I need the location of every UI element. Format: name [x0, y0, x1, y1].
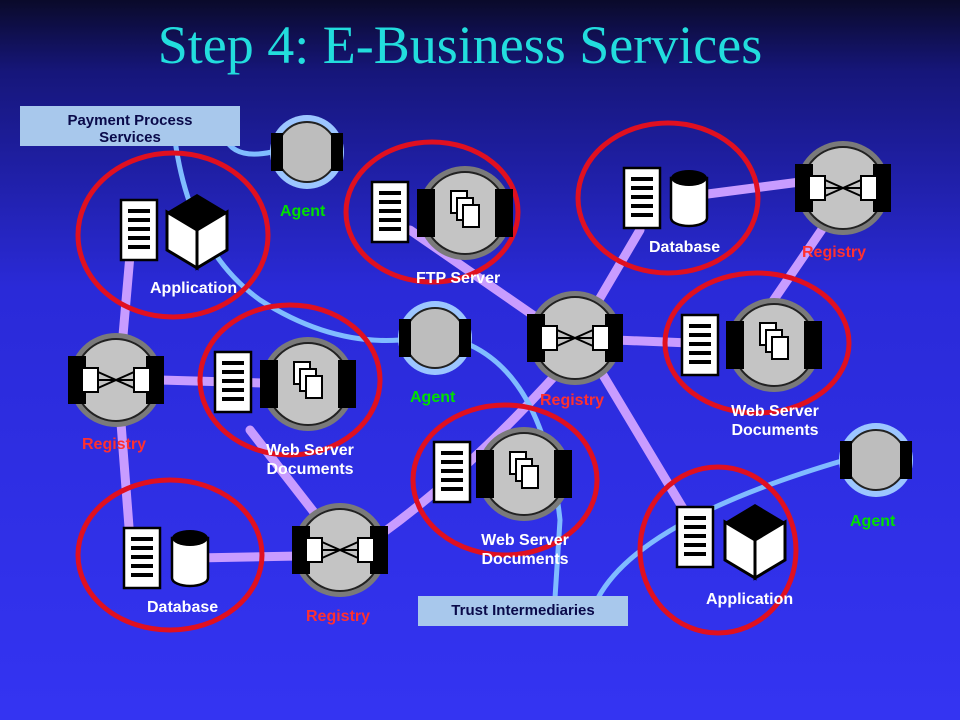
- link-registry-center-application-right: [595, 365, 695, 525]
- registry-label-top-right: Registry: [802, 244, 867, 261]
- registry-label-left: Registry: [82, 436, 147, 453]
- server-icon-database-bottom: [122, 526, 162, 590]
- ftp-server-label: FTP Server: [416, 270, 501, 287]
- link-database-bottom-registry-bottom: [190, 551, 305, 563]
- server-icon-webserver-left: [213, 350, 253, 414]
- highlight-database-top: [575, 120, 761, 276]
- webserver-label-right: Web Server Documents: [731, 403, 819, 439]
- database-icon-bottom: [170, 528, 210, 588]
- agent-icon-top: [269, 114, 345, 190]
- payment-process-tag: Payment Process Services: [20, 106, 240, 146]
- webserver-icon-left: [260, 337, 356, 431]
- trust-intermediaries-tag: Trust Intermediaries: [418, 596, 628, 626]
- slide-title: Step 4: E-Business Services: [157, 15, 763, 75]
- link-registry-left-database-bottom: [115, 405, 135, 545]
- cube-icon-application-right: [723, 502, 787, 580]
- link-database-top-registry-top-right: [695, 177, 805, 200]
- link-registry-center-webserver-right: [610, 335, 695, 348]
- agent-label-center: Agent: [410, 389, 456, 406]
- trust-intermediaries-label: Trust Intermediaries: [451, 602, 595, 619]
- highlight-application-left: [75, 150, 271, 320]
- application-label-left: Application: [150, 280, 238, 297]
- database-icon-top: [669, 168, 709, 228]
- highlight-database-bottom: [75, 477, 265, 633]
- link-agent-right-trust: [595, 457, 848, 601]
- cube-icon-application-left: [165, 192, 229, 270]
- registry-icon-top-right: [795, 141, 891, 235]
- highlight-ftp: [343, 139, 521, 285]
- highlight-webserver-left: [197, 302, 383, 458]
- highlight-application-right: [637, 464, 799, 636]
- highlight-webserver-center: [410, 402, 600, 558]
- registry-icon-center: [527, 291, 623, 385]
- link-webserver-left-registry-bottom: [245, 425, 325, 525]
- application-label-right: Application: [706, 591, 794, 608]
- agent-icon-center: [397, 300, 473, 376]
- server-icon-ftp: [370, 180, 410, 244]
- registry-icon-left: [68, 333, 164, 427]
- agent-icon-right: [838, 422, 914, 498]
- server-icon-application-right: [675, 505, 715, 569]
- agent-label-top: Agent: [280, 203, 326, 220]
- database-label-top: Database: [649, 239, 721, 256]
- payment-process-label: Payment Process Services: [67, 112, 193, 146]
- agent-label-right: Agent: [850, 513, 896, 530]
- database-label-bottom: Database: [147, 599, 219, 616]
- server-icon-database-top: [622, 166, 662, 230]
- webserver-label-left: Web Server Documents: [266, 442, 354, 478]
- registry-label-bottom: Registry: [306, 608, 371, 625]
- server-icon-application-left: [119, 198, 159, 262]
- server-icon-webserver-center: [432, 440, 472, 504]
- highlight-circles: [75, 120, 852, 636]
- registry-icon-bottom: [292, 503, 388, 597]
- webserver-label-center: Web Server Documents: [481, 532, 569, 568]
- server-icon-webserver-right: [680, 313, 720, 377]
- registry-label-center: Registry: [540, 392, 605, 409]
- highlight-webserver-right: [662, 270, 852, 416]
- webserver-icon-right: [726, 298, 822, 392]
